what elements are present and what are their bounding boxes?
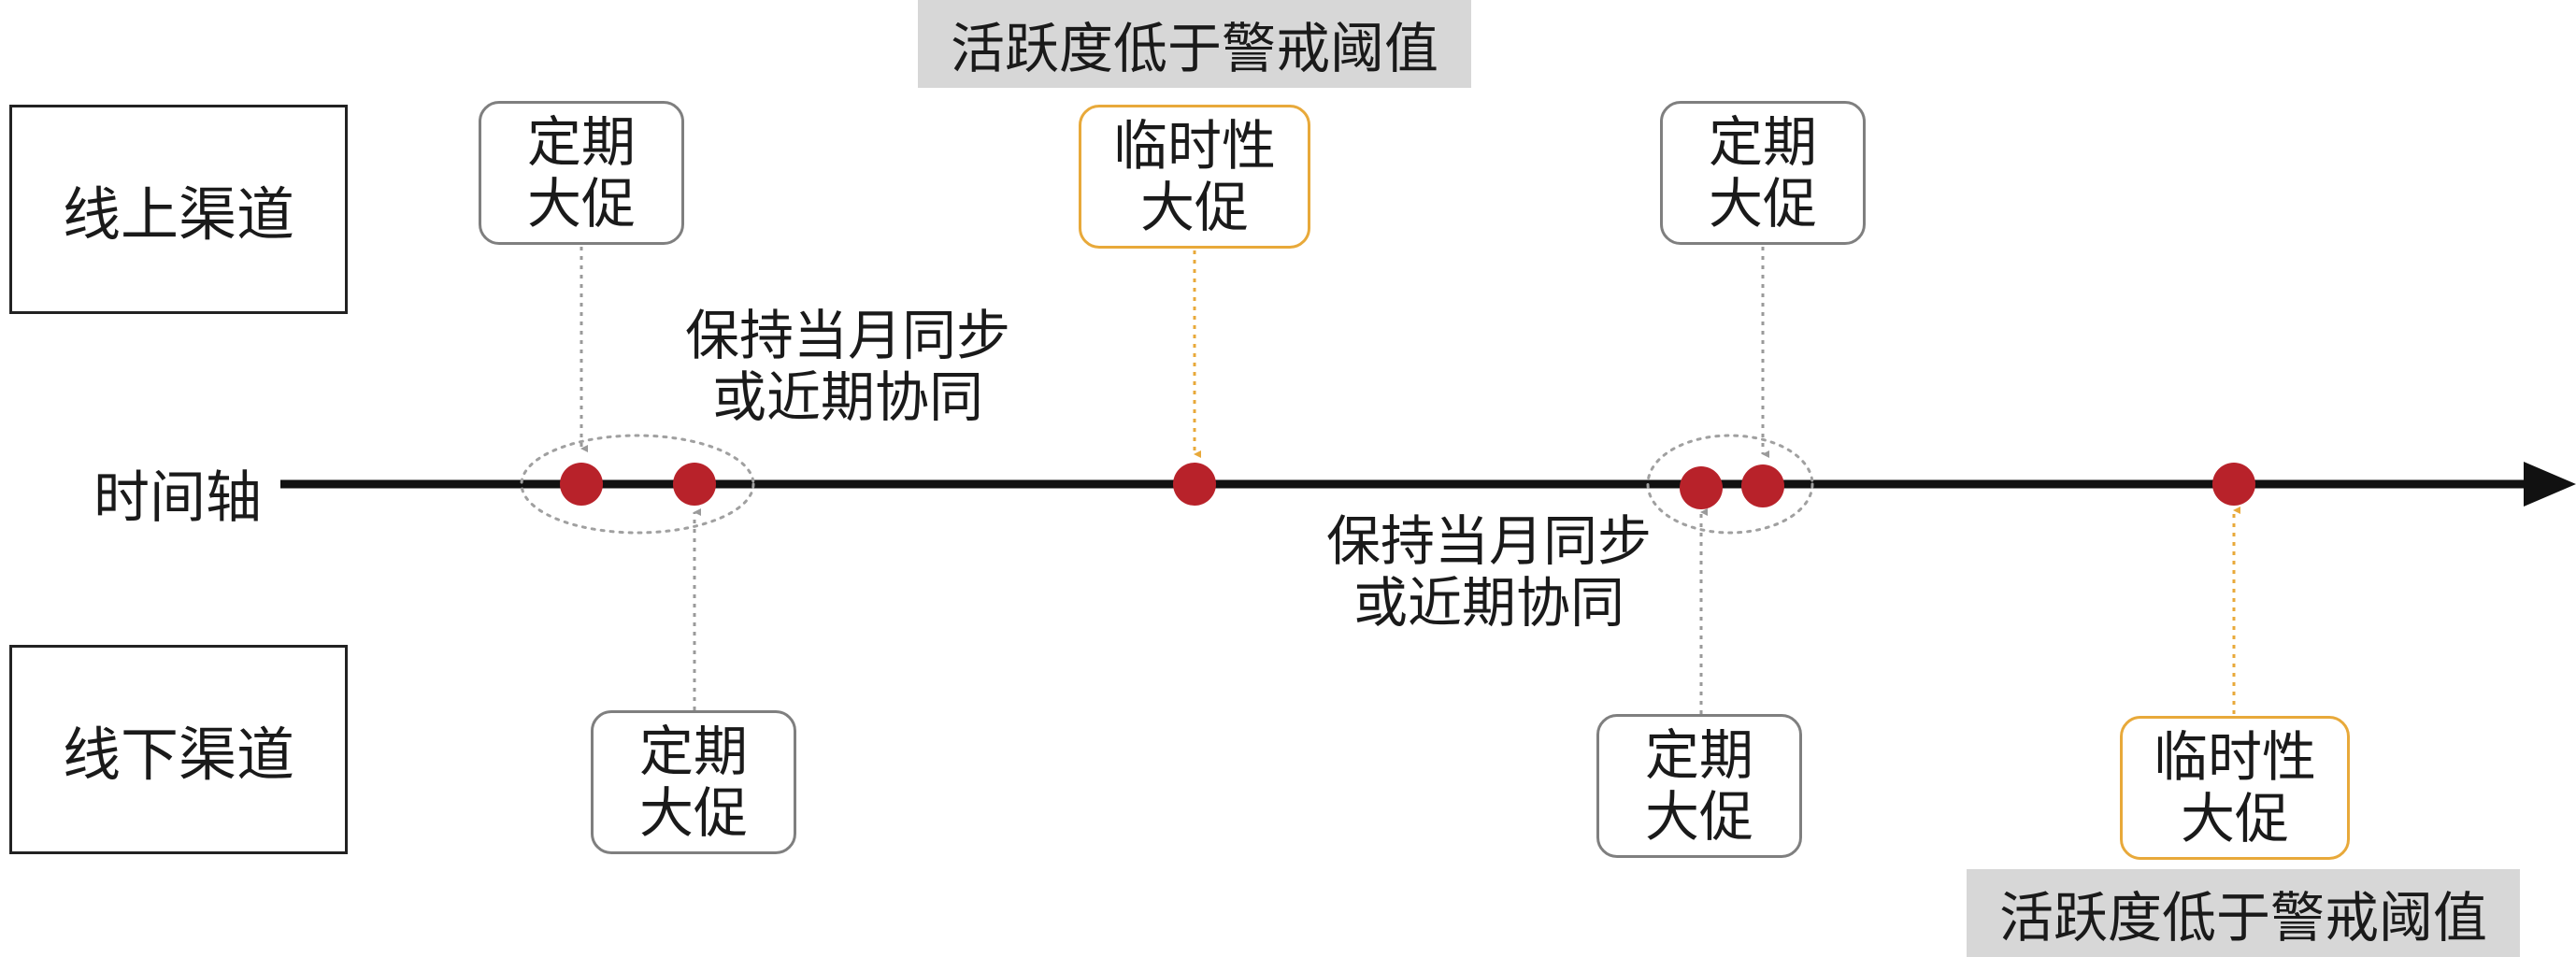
sync-note-line: 或近期协同 (1352, 571, 1624, 635)
online-regular-promo-1: 定期 大促 (479, 101, 684, 245)
promo-line: 大促 (1139, 176, 1249, 239)
event-dot (1680, 466, 1723, 509)
promo-line: 大促 (638, 781, 748, 845)
promo-line: 定期 (526, 110, 636, 174)
alert-label-bottom: 活跃度低于警戒阈值 (1967, 869, 2520, 957)
timeline-axis-label: 时间轴 (93, 465, 262, 531)
alert-label-top: 活跃度低于警戒阈值 (918, 0, 1471, 88)
sync-group-ellipse-2 (1646, 434, 1814, 535)
offline-regular-promo-1: 定期 大促 (591, 710, 796, 854)
promo-line: 大促 (1708, 172, 1817, 236)
promo-line: 定期 (638, 720, 748, 783)
event-dot (1173, 463, 1216, 506)
timeline-arrowhead (2524, 462, 2576, 507)
online-regular-promo-2: 定期 大促 (1660, 101, 1866, 245)
online-channel-box: 线上渠道 (9, 105, 348, 314)
event-dot (673, 463, 716, 506)
online-channel-label: 线上渠道 (62, 180, 294, 249)
sync-note-line: 保持当月同步 (684, 304, 1010, 367)
promo-line: 定期 (1708, 110, 1817, 174)
sync-note-1: 保持当月同步 或近期协同 (665, 305, 1030, 428)
promo-line: 大促 (2180, 787, 2289, 850)
promo-line: 定期 (1644, 723, 1753, 787)
sync-note-line: 保持当月同步 (1325, 509, 1652, 573)
promo-line: 大促 (1644, 785, 1753, 849)
offline-regular-promo-2: 定期 大促 (1596, 714, 1802, 858)
offline-channel-box: 线下渠道 (9, 645, 348, 854)
event-dot (560, 463, 603, 506)
online-temporary-promo: 临时性 大促 (1079, 105, 1310, 249)
offline-channel-label: 线下渠道 (62, 721, 294, 789)
promo-line: 临时性 (2153, 725, 2316, 789)
sync-note-line: 或近期协同 (711, 365, 983, 429)
sync-note-2: 保持当月同步 或近期协同 (1307, 510, 1671, 634)
sync-group-ellipse-1 (520, 434, 755, 535)
event-dot (1741, 464, 1784, 507)
offline-temporary-promo: 临时性 大促 (2120, 716, 2350, 860)
promo-line: 大促 (526, 172, 636, 236)
promo-line: 临时性 (1112, 114, 1276, 178)
event-dot (2212, 463, 2255, 506)
